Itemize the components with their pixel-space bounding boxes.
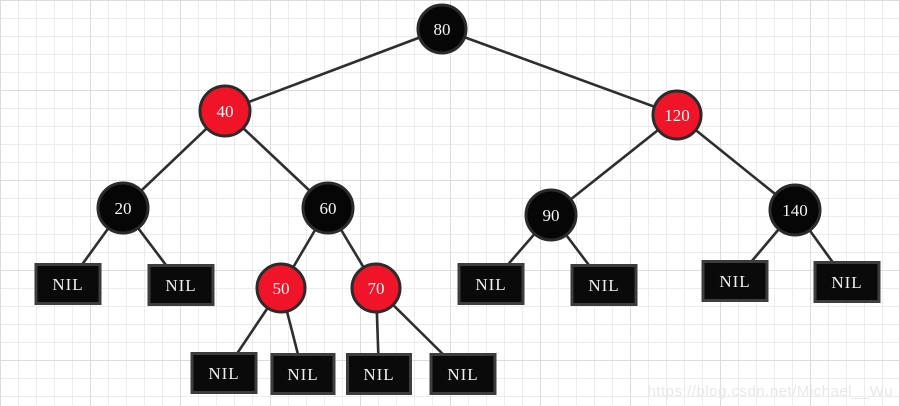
tree-edge [224,27,443,113]
tree-edge [550,113,678,217]
node-value-label: 120 [664,106,690,125]
black-node-circle [301,181,355,235]
nil-box [457,263,525,305]
tree-node-140: 140 [768,183,822,237]
nil-label: NIL [831,273,862,292]
nil-leaf: NIL [813,261,881,303]
nil-box [701,260,769,302]
nil-leaf: NIL [190,352,258,394]
nil-box [346,353,412,395]
node-value-label: 20 [115,199,132,218]
node-value-label: 140 [782,201,808,220]
node-value-label: 60 [320,199,337,218]
nil-label: NIL [363,365,394,384]
nil-label: NIL [475,275,506,294]
black-node-circle [768,183,822,237]
nil-box [429,353,497,395]
tree-node-50: 50 [255,262,307,314]
nil-box [270,353,336,395]
nil-box [570,264,638,306]
tree-node-90: 90 [524,188,578,242]
nil-box [147,264,215,306]
node-value-label: 80 [434,20,451,39]
tree-node-120: 120 [651,89,703,141]
nil-label: NIL [208,364,239,383]
node-value-label: 50 [273,279,290,298]
black-node-circle [416,3,468,55]
tree-node-70: 70 [350,262,402,314]
tree-edge [441,27,678,117]
nil-leaf: NIL [457,263,525,305]
nil-label: NIL [287,365,318,384]
tree-node-40: 40 [198,84,252,138]
black-node-circle [524,188,578,242]
nil-leaf: NIL [701,260,769,302]
nil-box [813,261,881,303]
node-value-label: 70 [368,279,385,298]
nil-leaf: NIL [270,353,336,395]
nil-label: NIL [447,365,478,384]
nil-leaf: NIL [429,353,497,395]
red-node-circle [198,84,252,138]
red-node-circle [255,262,307,314]
red-node-circle [651,89,703,141]
node-value-label: 90 [543,206,560,225]
tree-edges-layer [66,27,849,375]
nil-leaf: NIL [34,263,102,305]
nil-box [34,263,102,305]
nil-label: NIL [52,275,83,294]
nil-label: NIL [165,276,196,295]
black-node-circle [96,181,150,235]
nil-label: NIL [588,276,619,295]
nil-leaf: NIL [346,353,412,395]
nil-leaf: NIL [570,264,638,306]
node-value-label: 40 [217,102,234,121]
nil-label: NIL [719,272,750,291]
tree-node-80: 80 [416,3,468,55]
tree-node-20: 20 [96,181,150,235]
nil-box [190,352,258,394]
tree-nodes-layer: NIL NIL NIL NIL NIL NIL NIL NIL NIL NIL 80 40 120 20 6… [34,3,881,395]
tree-node-60: 60 [301,181,355,235]
red-node-circle [350,262,402,314]
nil-leaf: NIL [147,264,215,306]
